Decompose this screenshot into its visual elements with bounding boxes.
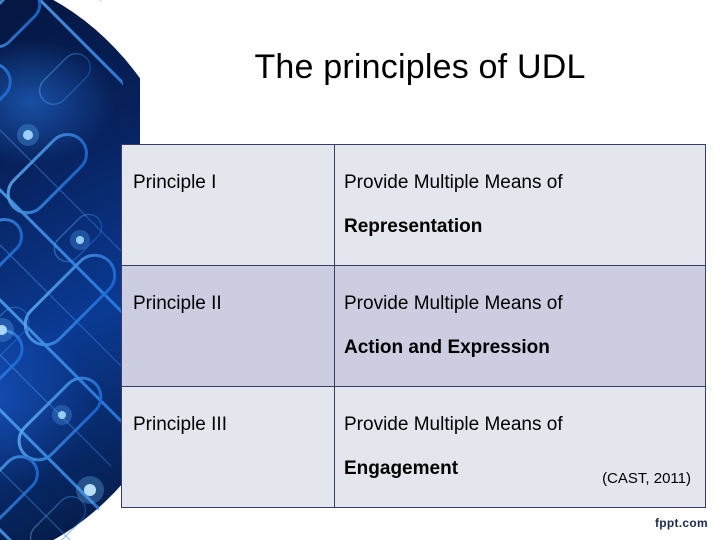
principle-description-cell: Provide Multiple Means of Action and Exp… [334,265,706,387]
principles-table: Principle I Provide Multiple Means of Re… [121,144,706,508]
blue-circuit-tech-graphic [0,0,140,540]
principle-label: Principle III [133,414,227,435]
description-line-1: Provide Multiple Means of [344,293,563,314]
citation: (CAST, 2011) [602,470,691,487]
page-title: The principles of UDL [254,48,586,86]
principle-description-cell: Provide Multiple Means of Representation [334,144,706,266]
table-row: Principle III Provide Multiple Means of … [121,386,706,508]
circuit-traces-icon [0,0,139,540]
deco-edge-fade [0,0,140,540]
table-row: Principle I Provide Multiple Means of Re… [121,144,706,266]
principle-label: Principle II [133,293,222,314]
description-line-2: Engagement [344,458,459,479]
description-line-2: Representation [344,216,483,237]
description-line-2: Action and Expression [344,337,550,358]
description-line-1: Provide Multiple Means of [344,172,563,193]
fppt-watermark: fppt.com [654,516,708,530]
principle-label-cell: Principle II [121,265,335,387]
table-row: Principle II Provide Multiple Means of A… [121,265,706,387]
principle-label-cell: Principle I [121,144,335,266]
principle-label: Principle I [133,172,217,193]
description-line-1: Provide Multiple Means of [344,414,563,435]
deco-gradient-panel [0,0,140,540]
principle-description-cell: Provide Multiple Means of Engagement [334,386,706,508]
principle-label-cell: Principle III [121,386,335,508]
